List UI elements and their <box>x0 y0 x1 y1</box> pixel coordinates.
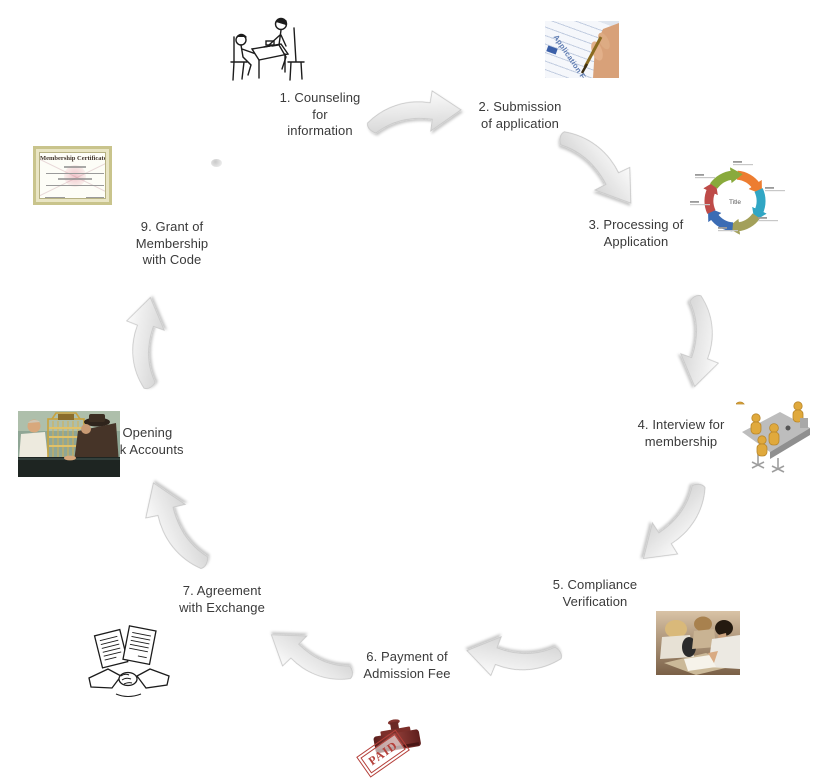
step-7-label: 7. Agreement with Exchange <box>179 583 265 615</box>
interview-meeting-image <box>736 392 813 474</box>
arrow-step6-to-step7-icon <box>260 618 358 702</box>
step-3-label: 3. Processing of Application <box>588 217 684 249</box>
application-form-photo: Application Form <box>545 21 619 78</box>
step-6-label: 6. Payment of Admission Fee <box>363 649 451 681</box>
paid-stamp-image: PAID <box>356 718 434 778</box>
cycle-tiny-labels <box>690 161 785 232</box>
membership-certificate-image: Membership Certificate <box>33 146 112 205</box>
bank-teller-icon <box>18 411 120 477</box>
writing-hand-icon <box>580 23 619 78</box>
compliance-review-photo <box>656 611 740 675</box>
counseling-people-icon <box>230 17 305 81</box>
agreement-handshake-clipart <box>88 624 170 700</box>
cycle-diagram-icon: Title <box>690 161 785 235</box>
process-cycle-image: Title <box>688 161 812 239</box>
arrow-step7-to-step8-icon <box>133 474 213 582</box>
step-1-label: 1. Counseling for information <box>279 90 361 138</box>
step-4-label: 4. Interview for membership <box>637 417 725 449</box>
step-5-label: 5. Compliance Verification <box>552 577 638 609</box>
meeting-table-icon <box>736 401 810 473</box>
arrow-step3-to-step4-icon <box>675 293 729 391</box>
arrow-step1-to-step2-icon <box>365 88 463 135</box>
bank-counter-photo <box>18 411 120 477</box>
cycle-center-label: Title <box>729 199 741 206</box>
handshake-documents-icon <box>88 625 170 697</box>
step-2-label: 2. Submission of application <box>478 99 562 131</box>
certificate-inner: Membership Certificate <box>39 152 106 199</box>
document-review-icon <box>656 611 740 675</box>
arrow-step5-to-step6-icon <box>462 630 564 688</box>
counseling-clipart-image <box>228 13 308 88</box>
certificate-title: Membership Certificate <box>40 155 106 162</box>
gray-dot-artifact <box>211 159 222 167</box>
step-9-label: 9. Grant of Membership with Code <box>135 219 209 267</box>
certificate-seal-watermark <box>64 165 86 187</box>
arrow-step4-to-step5-icon <box>629 479 726 574</box>
arrow-step8-to-step9-icon <box>116 293 170 391</box>
